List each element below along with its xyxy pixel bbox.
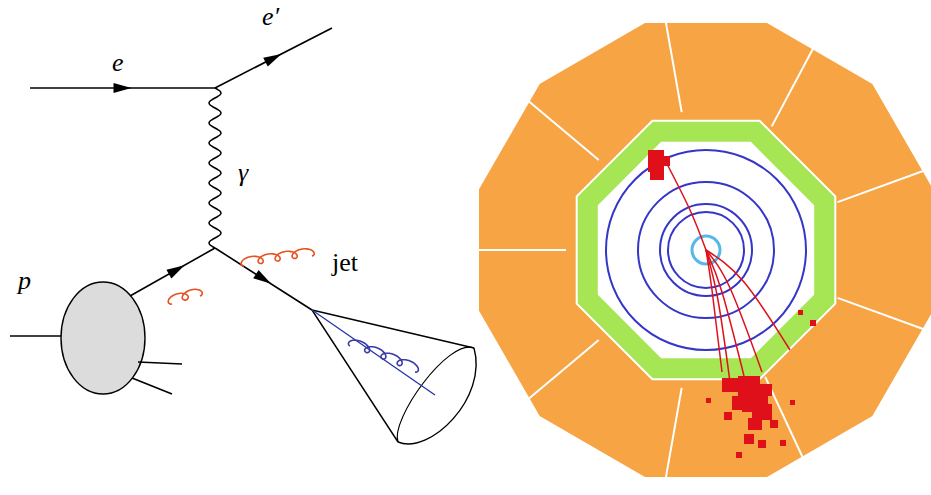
arrowhead <box>263 54 281 67</box>
module-divider <box>522 340 599 404</box>
energy-deposit <box>732 396 746 410</box>
arrowhead <box>166 265 184 278</box>
particle-label: e <box>112 50 124 76</box>
track <box>666 162 706 250</box>
energy-deposit <box>758 440 766 448</box>
photon-line <box>209 88 221 248</box>
energy-deposit <box>810 320 816 326</box>
gluon-line <box>241 249 314 266</box>
gluon-line <box>168 289 202 304</box>
energy-deposit <box>744 434 754 444</box>
module-divider <box>664 14 681 112</box>
energy-deposit <box>660 156 670 166</box>
gluon-line <box>348 340 418 372</box>
particle-label: jet <box>332 250 358 276</box>
energy-deposit <box>748 418 762 430</box>
em-calorimeter <box>577 121 836 380</box>
energy-deposit <box>770 420 778 428</box>
energy-deposit <box>760 384 772 396</box>
event-display <box>466 14 931 487</box>
energy-deposit <box>652 170 656 174</box>
particle-label: γ <box>238 160 248 186</box>
arrowhead <box>253 270 271 284</box>
module-divider <box>466 249 566 251</box>
module-divider <box>838 168 931 202</box>
energy-deposit <box>650 168 664 180</box>
energy-deposit <box>706 398 711 403</box>
energy-deposit <box>724 412 732 420</box>
energy-deposit <box>798 310 803 315</box>
energy-deposit <box>790 400 795 405</box>
module-divider <box>522 96 599 160</box>
module-divider <box>838 298 931 332</box>
energy-deposit <box>752 404 772 420</box>
arrowhead <box>114 83 132 93</box>
module-divider <box>772 38 819 126</box>
track <box>706 250 730 382</box>
feynman-diagram <box>10 28 476 444</box>
energy-deposit <box>736 452 742 458</box>
energy-deposit <box>722 378 740 392</box>
module-divider <box>664 388 681 486</box>
track <box>706 250 762 372</box>
particle-label: e′ <box>262 4 279 30</box>
particle-label: p <box>18 268 31 294</box>
energy-deposit <box>780 440 786 446</box>
